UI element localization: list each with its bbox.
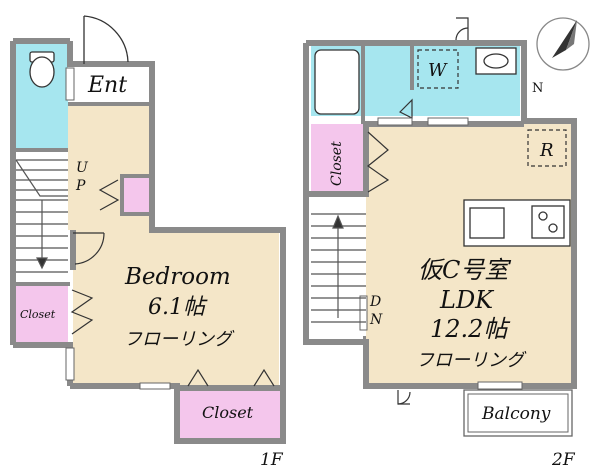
room-type: LDK xyxy=(439,286,495,314)
windows-2f xyxy=(359,117,523,390)
room-size: 12.2帖 xyxy=(430,315,510,343)
ldk-floor xyxy=(366,124,571,384)
balcony-area xyxy=(464,390,572,436)
floor-2: W R xyxy=(303,17,577,470)
room-name: 仮C号室 xyxy=(418,256,511,284)
bedroom-door xyxy=(73,232,105,265)
stairs-up-u: U xyxy=(76,160,89,176)
windows-1f xyxy=(65,67,171,390)
closet-bottom-area xyxy=(180,390,280,438)
balcony-outline xyxy=(463,389,573,437)
floor-1: Ent U P Bedroom 6.1帖 フローリング Closet Close… xyxy=(10,15,286,470)
fridge-label: R xyxy=(539,140,554,161)
bath-door xyxy=(398,17,469,119)
toilet-icon xyxy=(29,51,55,88)
bedroom-floor-type: フローリング xyxy=(124,329,235,350)
closet-left-doors xyxy=(70,289,94,335)
closet-bottom-label: Closet xyxy=(202,403,254,422)
closet-2f-doors xyxy=(366,131,390,193)
washer-label: W xyxy=(428,60,448,81)
washer-box xyxy=(417,49,459,89)
closet-bottom-doors xyxy=(187,368,275,387)
entrance-label: Ent xyxy=(87,73,127,98)
bedroom-size: 6.1帖 xyxy=(148,295,208,320)
compass-icon: N xyxy=(532,17,590,96)
bedroom-name: Bedroom xyxy=(124,264,231,290)
floor-1-label: 1F xyxy=(260,450,284,470)
closet-2f-label: Closet xyxy=(329,141,345,186)
floor-2-label: 2F xyxy=(551,450,576,470)
fridge-box xyxy=(527,129,567,167)
entrance-door xyxy=(83,15,129,64)
balcony-rail xyxy=(467,393,569,433)
small-closet-doors xyxy=(98,179,120,211)
balcony-label: Balcony xyxy=(481,404,551,424)
bedroom-floor xyxy=(73,230,279,386)
entrance-area xyxy=(68,64,152,104)
stairs-down-n: N xyxy=(369,312,383,328)
bathtub-icon xyxy=(314,49,360,115)
closet-left-area xyxy=(16,286,68,342)
room-floor-type: フローリング xyxy=(416,350,527,371)
balcony-door xyxy=(397,390,411,405)
washbasin-icon xyxy=(475,47,517,75)
stairs-down-d: D xyxy=(369,294,381,310)
compass-north-label: N xyxy=(532,81,543,96)
stairs-up-p: P xyxy=(75,178,86,194)
closet-left-label: Closet xyxy=(20,308,56,321)
small-closet xyxy=(122,178,150,214)
stairs-2f xyxy=(311,213,366,323)
stairs-1f xyxy=(15,159,68,273)
closet-2f-area xyxy=(311,124,363,194)
kitchen-counter xyxy=(463,199,571,247)
